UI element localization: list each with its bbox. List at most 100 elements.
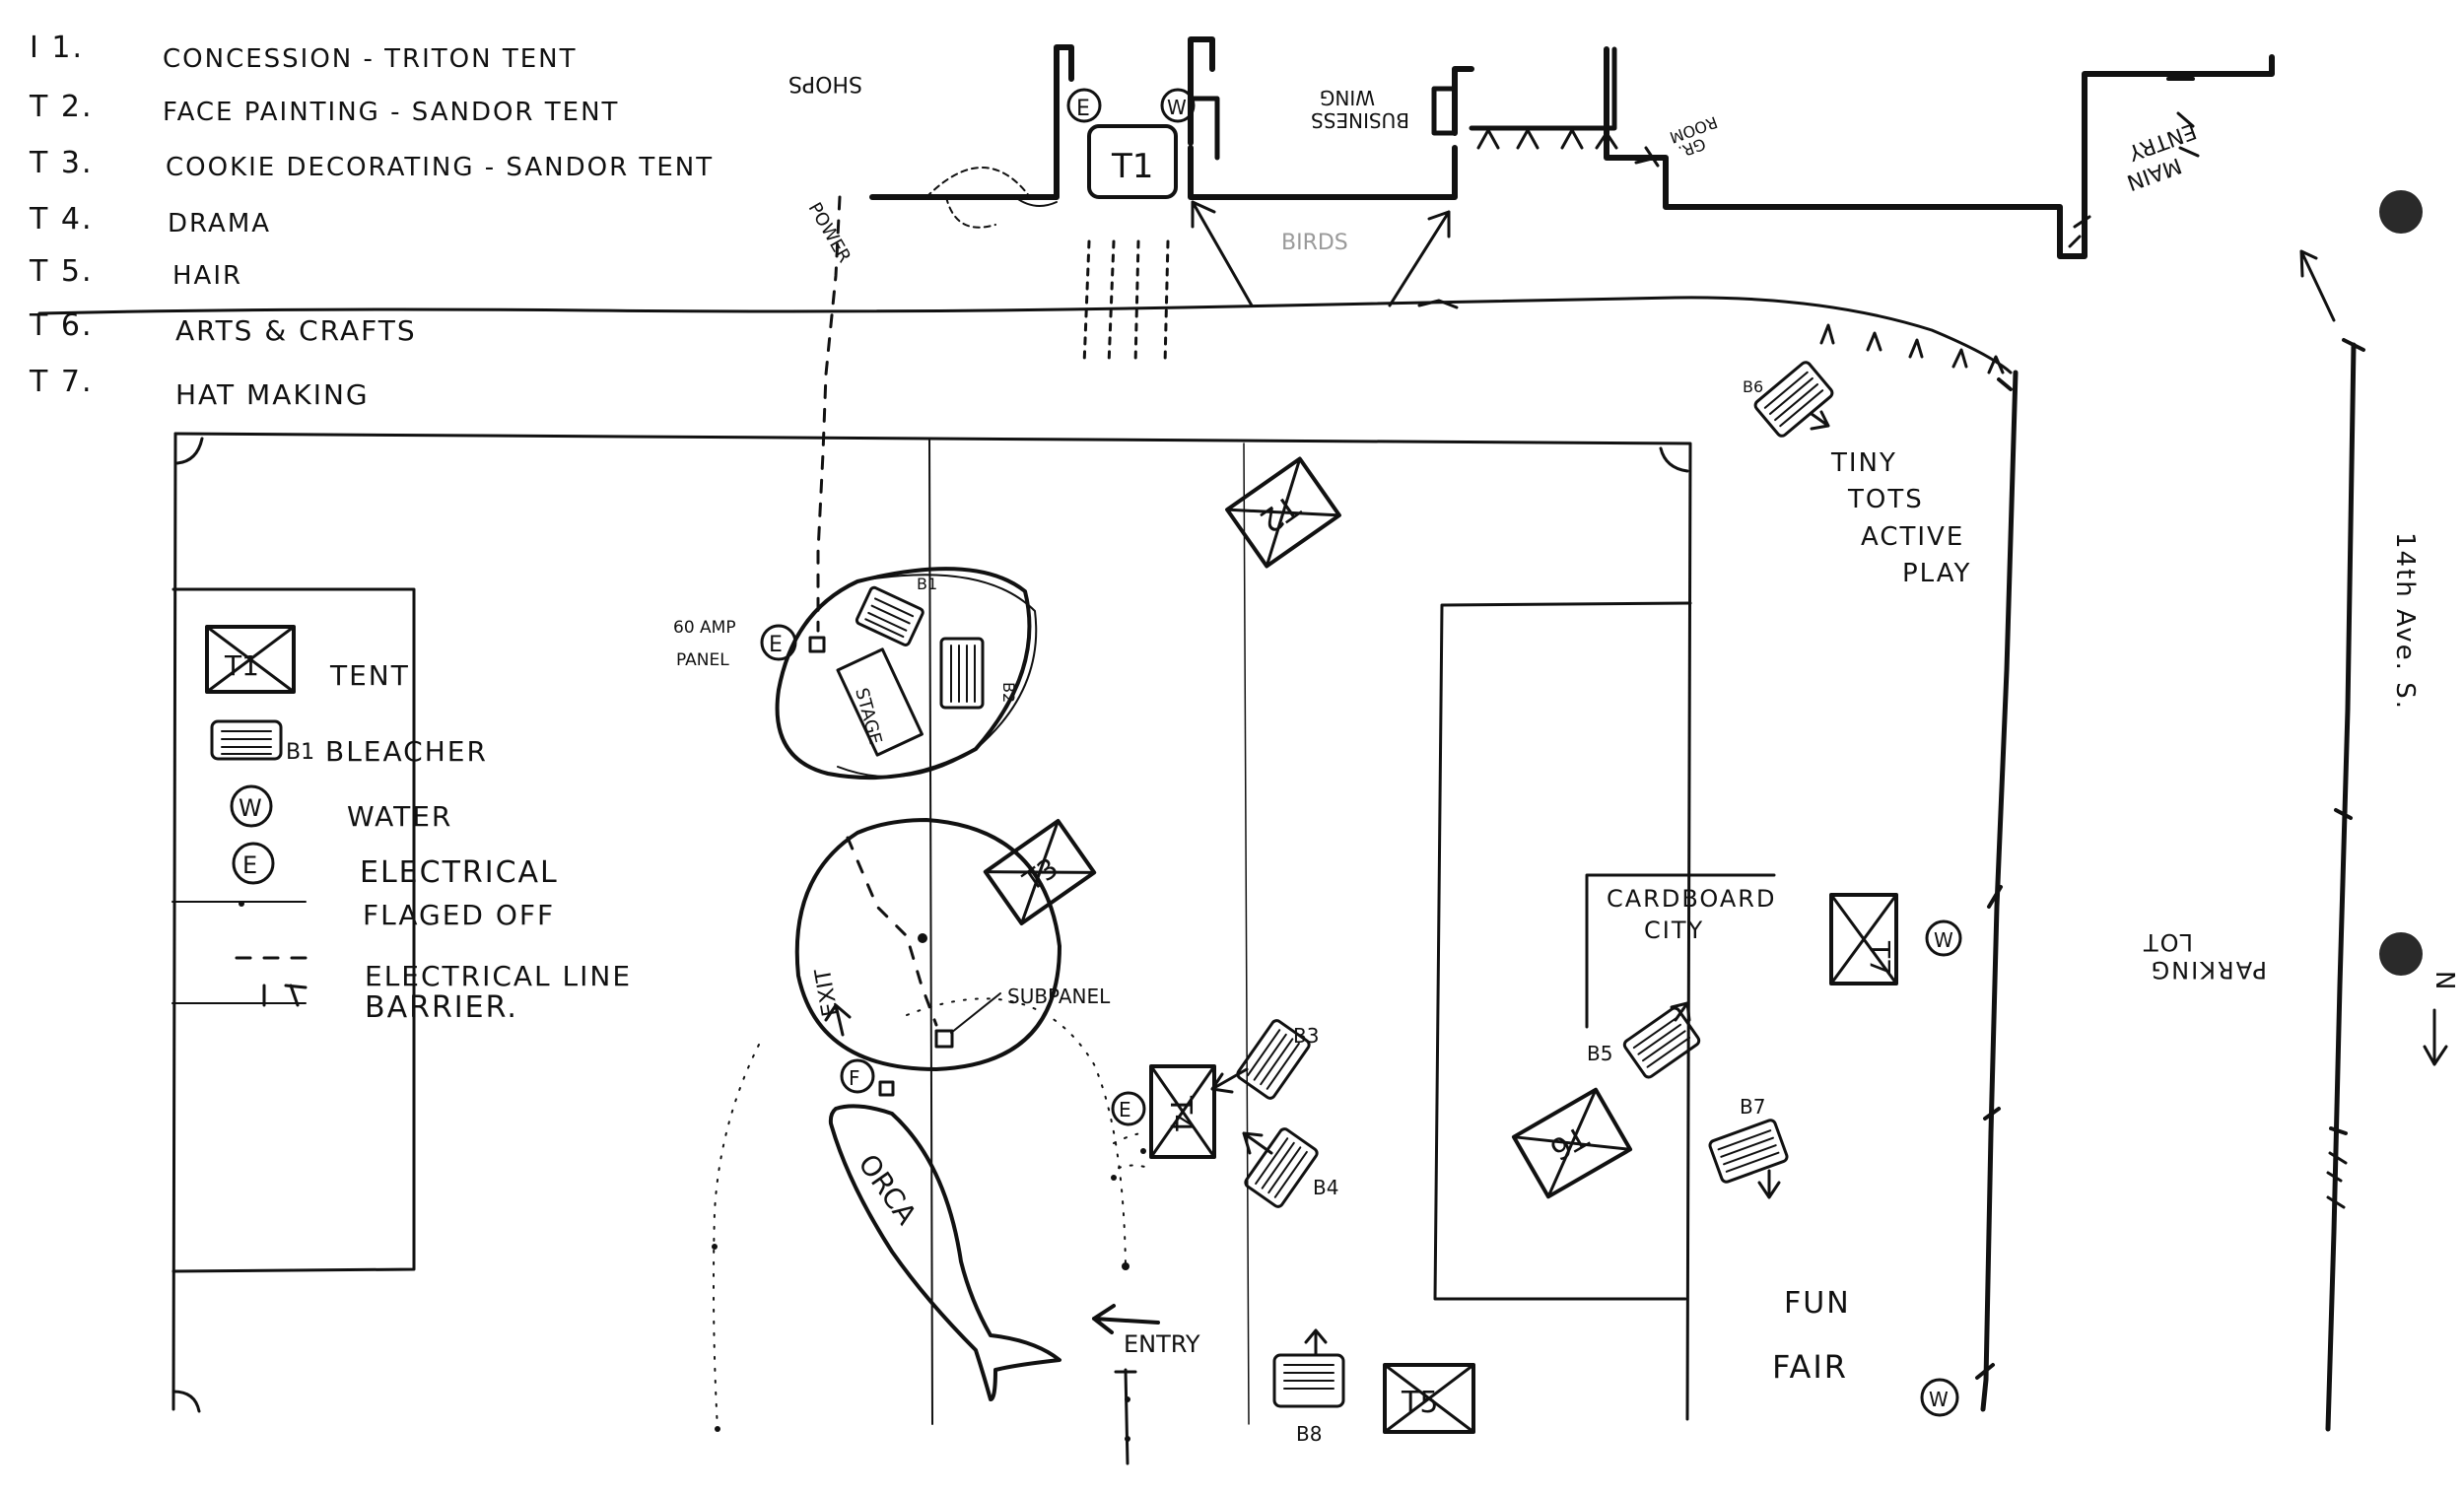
tent-t3: T3 bbox=[983, 818, 1097, 926]
fun-fair-label: FAIR bbox=[1772, 1348, 1848, 1386]
sidewalk-edge bbox=[37, 296, 2013, 374]
svg-text:B8: B8 bbox=[1296, 1422, 1322, 1446]
svg-text:E: E bbox=[769, 633, 783, 657]
activity-label: COOKIE DECORATING - SANDOR TENT bbox=[166, 153, 714, 182]
svg-text:TOTS: TOTS bbox=[1847, 485, 1924, 514]
activity-number: T 2. bbox=[29, 90, 93, 124]
business-wing-label: BUSINESS bbox=[1311, 108, 1409, 132]
svg-text:W: W bbox=[1934, 928, 1953, 952]
activity-item: T 3. COOKIE DECORATING - SANDOR TENT bbox=[29, 146, 714, 182]
orca-label: ORCA bbox=[852, 1148, 923, 1230]
legend-bleacher: B1 BLEACHER bbox=[210, 719, 488, 768]
legend-flagged: FLAGED OFF bbox=[171, 899, 555, 931]
legend-tent: T1 TENT bbox=[205, 625, 410, 694]
tent-label: T7 bbox=[1864, 940, 1896, 976]
legend-water-label: WATER bbox=[347, 800, 452, 833]
water-icon bbox=[1925, 919, 1962, 957]
svg-text:TINY: TINY bbox=[1830, 448, 1897, 478]
electrical-icon bbox=[232, 842, 275, 885]
tent-label: T5 bbox=[1401, 1386, 1438, 1420]
building-labels: SHOPS BUSINESS WING GR. ROOM MAIN ENTRY … bbox=[788, 71, 2200, 266]
water-icon bbox=[1920, 1378, 1959, 1417]
activity-label: ARTS & CRAFTS bbox=[175, 314, 417, 347]
activity-label: FACE PAINTING - SANDOR TENT bbox=[163, 98, 619, 127]
activity-item: T 7. HAT MAKING bbox=[29, 365, 368, 411]
svg-text:B4: B4 bbox=[1313, 1176, 1338, 1199]
water-icon bbox=[230, 784, 273, 828]
exit-label: EXIT bbox=[811, 966, 844, 1018]
svg-text:T1: T1 bbox=[224, 649, 259, 682]
legend-electrical-line-label: ELECTRICAL LINE bbox=[365, 960, 632, 992]
activity-number: T 7. bbox=[29, 365, 93, 399]
bleacher-b3: B3 bbox=[1210, 1019, 1319, 1100]
north-arrow-icon bbox=[2423, 1008, 2448, 1066]
entry-label: ENTRY bbox=[1124, 1330, 1200, 1358]
svg-text:W: W bbox=[1167, 96, 1187, 119]
fun-fair-area: FUN FAIR W W bbox=[1772, 919, 1962, 1417]
legend-electrical-label: ELECTRICAL bbox=[360, 855, 559, 890]
bleacher-b5: B5 bbox=[1587, 1001, 1701, 1079]
bleacher-b8: B8 bbox=[1272, 1328, 1345, 1446]
field bbox=[171, 432, 1692, 1425]
svg-text:B5: B5 bbox=[1587, 1042, 1612, 1065]
electrical-icon bbox=[1111, 1091, 1146, 1126]
activity-number: T 4. bbox=[29, 202, 93, 237]
bleacher-b6: B6 bbox=[1743, 361, 1834, 438]
bleacher-b1: B1 bbox=[855, 575, 937, 646]
activity-item: T 4. DRAMA bbox=[29, 202, 271, 238]
north-label: N bbox=[2430, 971, 2459, 989]
svg-text:B2: B2 bbox=[999, 682, 1018, 703]
svg-text:E: E bbox=[1119, 1098, 1131, 1121]
stage: STAGE bbox=[836, 647, 924, 757]
svg-text:B1: B1 bbox=[286, 740, 314, 765]
tent-t5: T5 bbox=[1383, 1363, 1475, 1434]
legend-electrical: E ELECTRICAL bbox=[232, 842, 559, 890]
activity-number: T 5. bbox=[29, 254, 93, 289]
water-icon bbox=[1160, 88, 1196, 123]
activity-label: CONCESSION - TRITON TENT bbox=[163, 44, 577, 74]
legend: T1 TENT B1 BLEACHER W WATER E ELECTRICAL… bbox=[171, 625, 632, 1025]
cardboard-city: CARDBOARD CITY bbox=[1585, 873, 1776, 1029]
tent-t4: T4 bbox=[1149, 1064, 1216, 1159]
svg-text:W: W bbox=[1929, 1388, 1949, 1411]
panel-label: 60 AMP bbox=[673, 618, 736, 638]
flag-icon bbox=[840, 1058, 875, 1094]
activity-item: T 2. FACE PAINTING - SANDOR TENT bbox=[29, 90, 619, 127]
svg-text:E: E bbox=[1076, 97, 1090, 121]
activity-item: T 6. ARTS & CRAFTS bbox=[29, 308, 417, 347]
fun-fair-label: FUN bbox=[1784, 1286, 1851, 1321]
fence-lines: 14th Ave. S. PARKING LOT N bbox=[1975, 249, 2459, 1432]
building-arrows bbox=[1082, 200, 1459, 367]
activity-label: DRAMA bbox=[168, 209, 271, 238]
parking-label: PARKING bbox=[2150, 956, 2267, 984]
svg-text:F: F bbox=[849, 1066, 860, 1090]
tiny-tots-area: TINY TOTS ACTIVE PLAY bbox=[1819, 323, 2005, 588]
tent-label: T2 bbox=[1253, 487, 1307, 541]
legend-tent-label: TENT bbox=[329, 659, 410, 692]
panel-label: PANEL bbox=[676, 650, 729, 670]
legend-bleacher-label: BLEACHER bbox=[325, 735, 488, 768]
tent-label: T4 bbox=[1163, 1095, 1198, 1132]
legend-flagged-label: FLAGED OFF bbox=[363, 899, 555, 931]
svg-text:W: W bbox=[239, 794, 262, 822]
punch-hole bbox=[2379, 190, 2423, 234]
legend-barrier: BARRIER. bbox=[171, 984, 518, 1025]
tent-t6: T6 bbox=[1511, 1087, 1633, 1199]
power-label: POWER bbox=[804, 199, 856, 266]
legend-barrier-label: BARRIER. bbox=[365, 990, 518, 1025]
bleacher-b4: B4 bbox=[1242, 1127, 1338, 1208]
street-label: 14th Ave. S. bbox=[2390, 532, 2420, 711]
activity-item: T 5. HAIR bbox=[29, 254, 240, 291]
svg-text:E: E bbox=[242, 851, 257, 879]
electrical-icon bbox=[760, 624, 797, 661]
shops-label: SHOPS bbox=[788, 71, 862, 96]
punch-hole bbox=[2379, 932, 2423, 976]
cardboard-city-label: CARDBOARD bbox=[1607, 885, 1776, 913]
activity-list: I 1. CONCESSION - TRITON TENT T 2. FACE … bbox=[29, 31, 714, 411]
activity-number: T 3. bbox=[29, 146, 93, 180]
cardboard-city-label: CITY bbox=[1644, 917, 1704, 944]
tent-t7: T7 bbox=[1829, 893, 1898, 985]
svg-text:B7: B7 bbox=[1740, 1095, 1765, 1119]
svg-text:B6: B6 bbox=[1743, 377, 1763, 396]
